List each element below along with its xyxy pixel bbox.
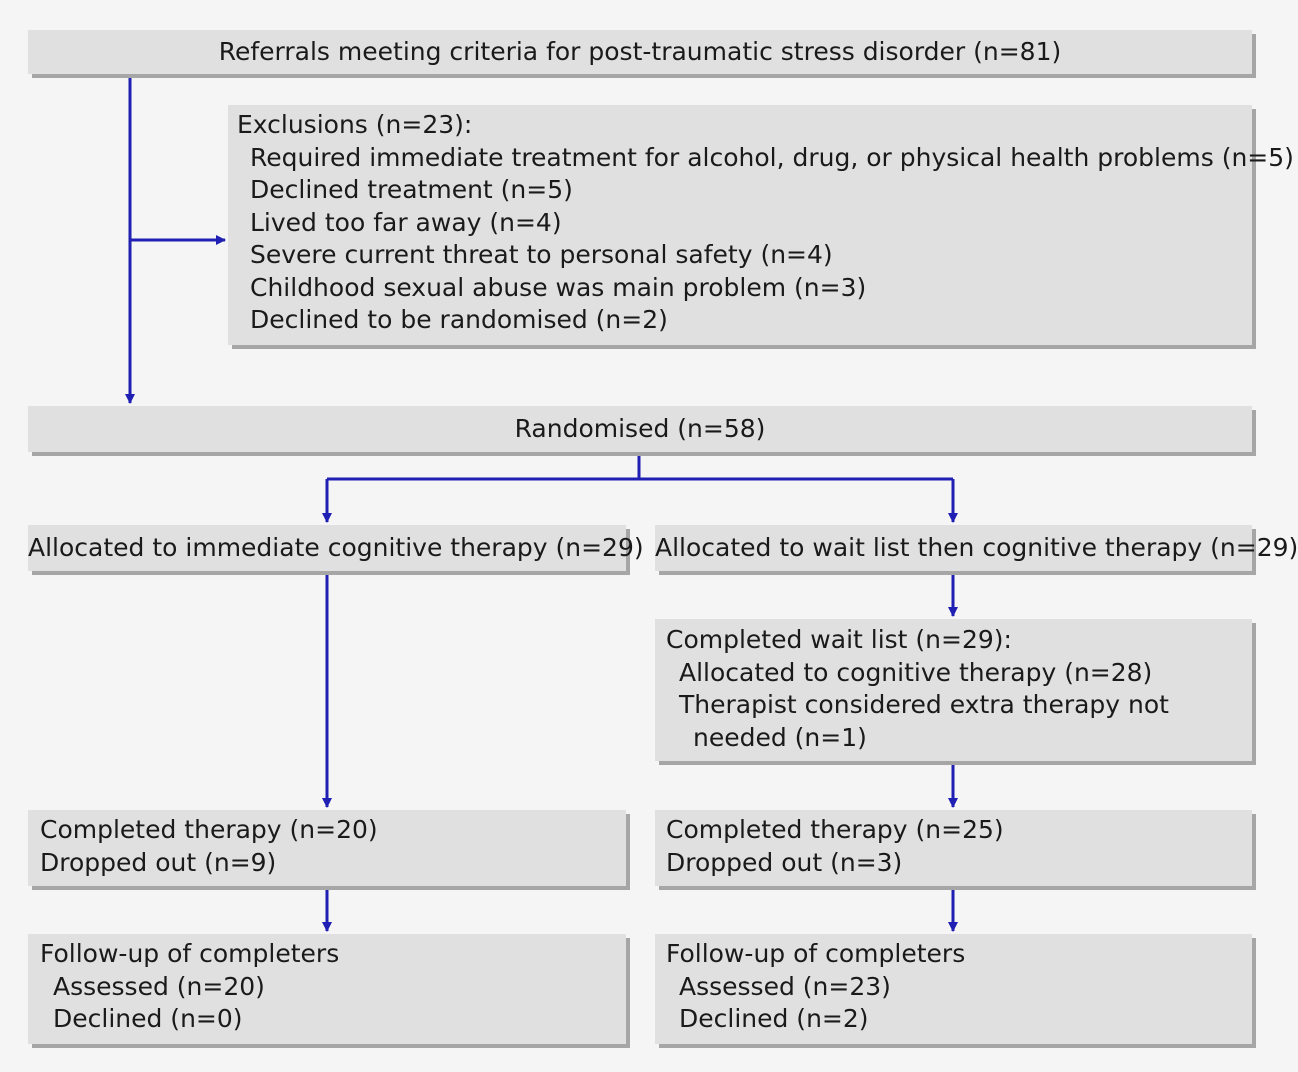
exclusion-item: Declined to be randomised (n=2) <box>250 305 668 334</box>
waitlist-followup-heading: Follow-up of completers <box>666 939 966 968</box>
exclusion-item: Declined treatment (n=5) <box>250 175 573 204</box>
immediate-followup-heading: Follow-up of completers <box>40 939 340 968</box>
immediate-declined: Declined (n=0) <box>53 1004 243 1033</box>
randomised-label: Randomised (n=58) <box>514 414 766 443</box>
immediate-completed-box: Completed therapy (n=20) Dropped out (n=… <box>28 810 626 886</box>
waitlist-followup-box: Follow-up of completers Assessed (n=23) … <box>655 934 1252 1044</box>
immediate-assessed: Assessed (n=20) <box>53 971 265 1001</box>
exclusions-box: Exclusions (n=23): Required immediate tr… <box>228 105 1294 345</box>
immediate-allocation-label: Allocated to immediate cognitive therapy… <box>28 533 644 562</box>
immediate-completed: Completed therapy (n=20) <box>40 815 378 844</box>
waitlist-completed-box: Completed therapy (n=25) Dropped out (n=… <box>655 810 1252 886</box>
exclusion-item: Severe current threat to personal safety… <box>250 240 833 269</box>
waitlist-completed: Completed therapy (n=25) <box>666 815 1004 844</box>
referrals-box: Referrals meeting criteria for post-trau… <box>28 30 1252 74</box>
referrals-label: Referrals meeting criteria for post-trau… <box>218 37 1062 66</box>
waitlist-allocation-label: Allocated to wait list then cognitive th… <box>655 533 1298 562</box>
immediate-allocation-box: Allocated to immediate cognitive therapy… <box>28 525 644 571</box>
completed-waitlist-box: Completed wait list (n=29): Allocated to… <box>655 619 1252 761</box>
waitlist-allocation-box: Allocated to wait list then cognitive th… <box>655 525 1298 571</box>
therapist-considered-line2: needed (n=1) <box>693 722 867 752</box>
immediate-followup-box: Follow-up of completers Assessed (n=20) … <box>28 934 626 1044</box>
allocated-cognitive-therapy: Allocated to cognitive therapy (n=28) <box>679 657 1153 687</box>
waitlist-dropped: Dropped out (n=3) <box>666 847 903 877</box>
randomised-box: Randomised (n=58) <box>28 406 1252 452</box>
waitlist-assessed: Assessed (n=23) <box>679 971 891 1001</box>
exclusion-item: Lived too far away (n=4) <box>250 207 562 237</box>
waitlist-declined: Declined (n=2) <box>679 1004 869 1033</box>
exclusions-heading: Exclusions (n=23): <box>237 110 473 139</box>
exclusion-item: Required immediate treatment for alcohol… <box>250 142 1294 172</box>
completed-waitlist-heading: Completed wait list (n=29): <box>666 625 1012 654</box>
therapist-considered-line1: Therapist considered extra therapy not <box>679 690 1169 719</box>
exclusion-item: Childhood sexual abuse was main problem … <box>250 272 867 302</box>
immediate-dropped: Dropped out (n=9) <box>40 847 277 877</box>
